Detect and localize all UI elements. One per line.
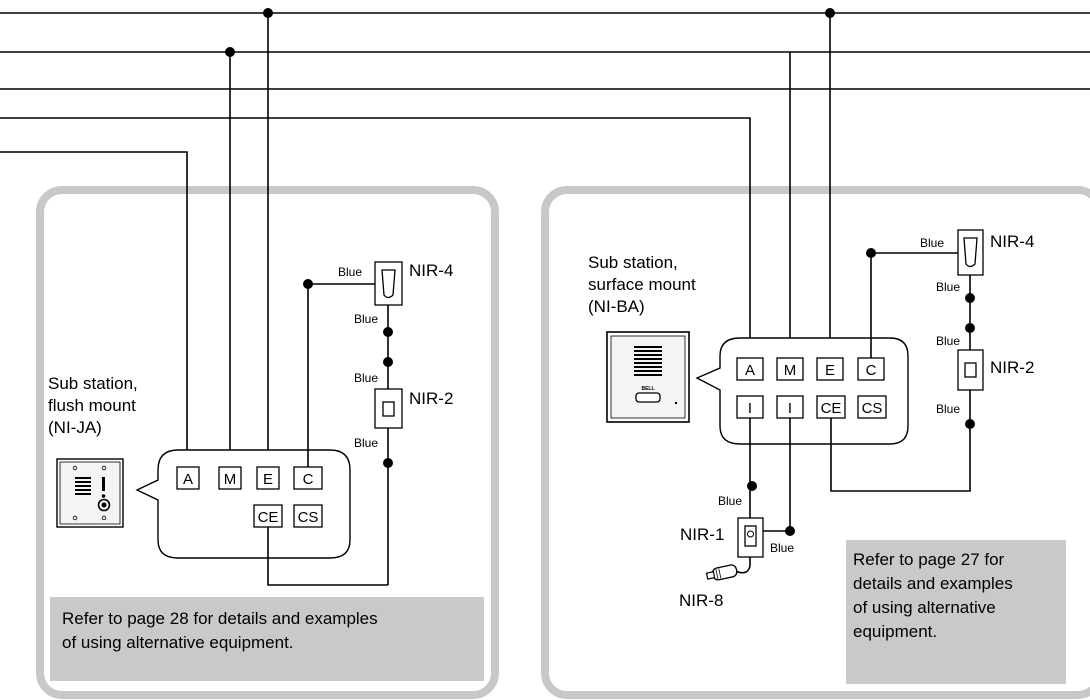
left-terminal-e-label: E [263,471,273,488]
right-panel [541,186,1090,699]
left-station-label-line2: flush mount [48,396,136,415]
left-wire-label: Blue [354,371,378,385]
right-station-label-line1: Sub station, [588,253,678,272]
left-note-line1: Refer to page 28 for details and example… [62,609,378,628]
left-note-box [50,597,484,681]
right-nir2-symbol [964,362,977,378]
right-terminal-bubble [695,337,909,445]
right-terminal-cs-label: CS [862,400,883,417]
bus-line-4 [0,117,751,358]
left-terminal-bubble [135,449,351,559]
station-logo: BELL [641,386,654,392]
right-terminal-ce-label: CE [821,400,842,417]
left-terminal-a-label: A [183,471,193,488]
surface-mount-station-icon: BELL [606,331,690,423]
right-terminal-e [816,357,844,381]
bus-line-5 [0,151,188,458]
junction-dot [965,419,975,429]
right-wire-label: Blue [718,494,742,508]
junction-dot [965,323,975,333]
right-wire-label: Blue [936,334,960,348]
right-note-box [846,540,1066,684]
left-nir4-symbol [381,269,396,299]
right-wire-label: Blue [936,280,960,294]
right-terminal-c-label: C [866,362,877,379]
left-nir4-label: NIR-4 [409,261,453,280]
left-terminal-m [218,466,242,490]
right-note-line3: of using alternative [853,598,996,617]
right-station-label-line2: surface mount [588,275,696,294]
right-wire-label: Blue [770,541,794,555]
left-station-label-line1: Sub station, [48,374,138,393]
left-terminal-cs-label: CS [298,509,319,526]
nir8-plug-icon [705,564,738,581]
right-terminal-a-label: A [745,362,755,379]
right-terminal-i2-label: I [788,400,792,417]
junction-dot [225,47,235,57]
nir1-symbol-dot [747,530,754,538]
nir8-label: NIR-8 [679,591,723,610]
flush-mount-station-icon [56,458,124,528]
right-nir4-label: NIR-4 [990,232,1034,251]
junction-dot [303,279,313,289]
left-nir2-label: NIR-2 [409,389,453,408]
left-wire-label: Blue [354,436,378,450]
right-note-line4: equipment. [853,622,937,641]
right-terminal-i1-label: I [748,400,752,417]
left-terminal-m-label: M [224,471,237,488]
junction-dot [383,458,393,468]
nir8-cord [734,557,751,574]
right-note-line1: Refer to page 27 for [853,550,1005,569]
right-nir4-symbol [963,237,978,268]
left-wire-label: Blue [354,312,378,326]
junction-dot [825,8,835,18]
left-terminal-ce-label: CE [258,509,279,526]
left-station-label-line3: (NI-JA) [48,418,102,437]
junction-dot [383,327,393,337]
junction-dot [263,8,273,18]
right-terminal-m [776,357,804,381]
left-note-line2: of using alternative equipment. [62,633,294,652]
right-terminal-cs [857,395,887,419]
junction-dot [866,248,876,258]
nir1-label: NIR-1 [680,525,724,544]
right-wire-label: Blue [936,402,960,416]
left-wire-ce [267,527,388,586]
right-wire-label: Blue [920,236,944,250]
left-wire-label: Blue [338,265,362,279]
left-terminal-a [176,466,200,490]
left-nir2-symbol [382,401,395,417]
right-terminal-e-label: E [825,362,835,379]
junction-dot [785,526,795,536]
right-station-label-line3: (NI-BA) [588,297,645,316]
right-terminal-a [736,357,764,381]
right-wire-ce [830,390,971,492]
nir1-symbol [744,525,757,547]
left-terminal-e [256,466,280,490]
left-terminal-c-label: C [303,471,314,488]
junction-dot [747,481,757,491]
right-nir2-label: NIR-2 [990,358,1034,377]
junction-dot [383,357,393,367]
right-note-line2: details and examples [853,574,1013,593]
right-terminal-m-label: M [784,362,797,379]
left-terminal-cs [293,504,323,528]
junction-dot [965,293,975,303]
